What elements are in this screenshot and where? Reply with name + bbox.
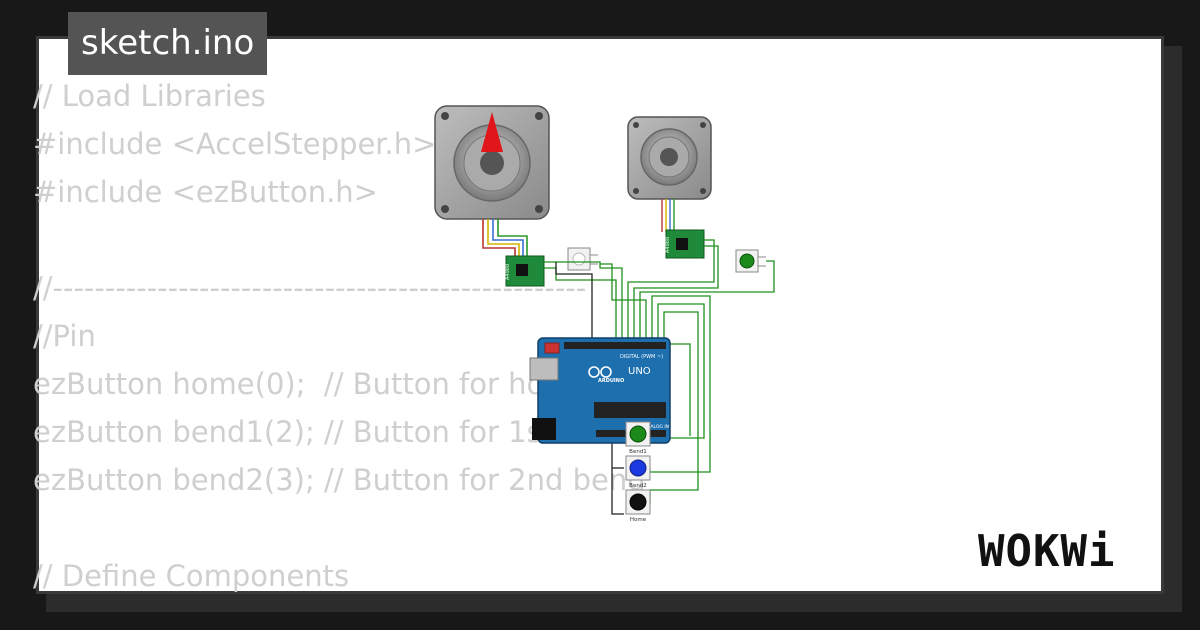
stepper-driver-1[interactable]: A4988 [505, 255, 545, 287]
ground-wires [555, 262, 624, 515]
stepper-driver-2[interactable]: A4988 [665, 229, 705, 259]
wokwi-logo: WOKWi [978, 526, 1116, 577]
power-jack [532, 418, 556, 440]
stepper-motor-2[interactable] [627, 116, 712, 200]
code-line: // Define Components [33, 559, 350, 593]
code-line: //Pin [33, 319, 96, 353]
code-line: ezButton bend2(3); // Button for 2nd ben… [33, 463, 646, 497]
push-button-white[interactable] [567, 247, 598, 271]
reset-button[interactable] [544, 342, 560, 354]
microcontroller-chip [594, 402, 666, 418]
motor-pointer-icon [481, 112, 503, 152]
digital-header [564, 342, 666, 349]
file-tab[interactable]: sketch.ino [68, 12, 268, 75]
code-line: //--------------------------------------… [33, 271, 587, 305]
bend2-label: Bend2 [629, 483, 647, 489]
home-label: Home [630, 517, 647, 523]
motor-1-wires [482, 219, 528, 258]
board-brand: ARDUINO [598, 378, 624, 384]
code-editor: // Load Libraries #include <AccelStepper.… [33, 72, 646, 600]
arduino-uno-board[interactable]: DIGITAL (PWM ~) UNO ARDUINO ANALOG IN [529, 337, 671, 444]
home-button[interactable]: Home [625, 489, 651, 523]
analog-header-label: ANALOG IN [644, 424, 669, 430]
bend1-label: Bend1 [629, 449, 647, 455]
driver-label: A4988 [665, 237, 671, 253]
code-line: #include <ezButton.h> [33, 175, 378, 209]
usb-port [529, 357, 559, 381]
stepper-motor-1[interactable] [434, 105, 550, 220]
push-button-green[interactable] [735, 249, 766, 273]
code-line: // Load Libraries [33, 79, 266, 113]
board-model: UNO [628, 366, 651, 377]
arduino-logo-icon [588, 366, 600, 378]
driver-label: A4988 [505, 264, 511, 280]
digital-header-label: DIGITAL (PWM ~) [620, 354, 663, 360]
preview-card [36, 36, 1164, 594]
motor-2-wires [661, 199, 675, 232]
code-line: #include <AccelStepper.h> [33, 127, 437, 161]
bend1-button[interactable]: Bend1 [625, 421, 651, 455]
bend2-button[interactable]: Bend2 [625, 455, 651, 489]
